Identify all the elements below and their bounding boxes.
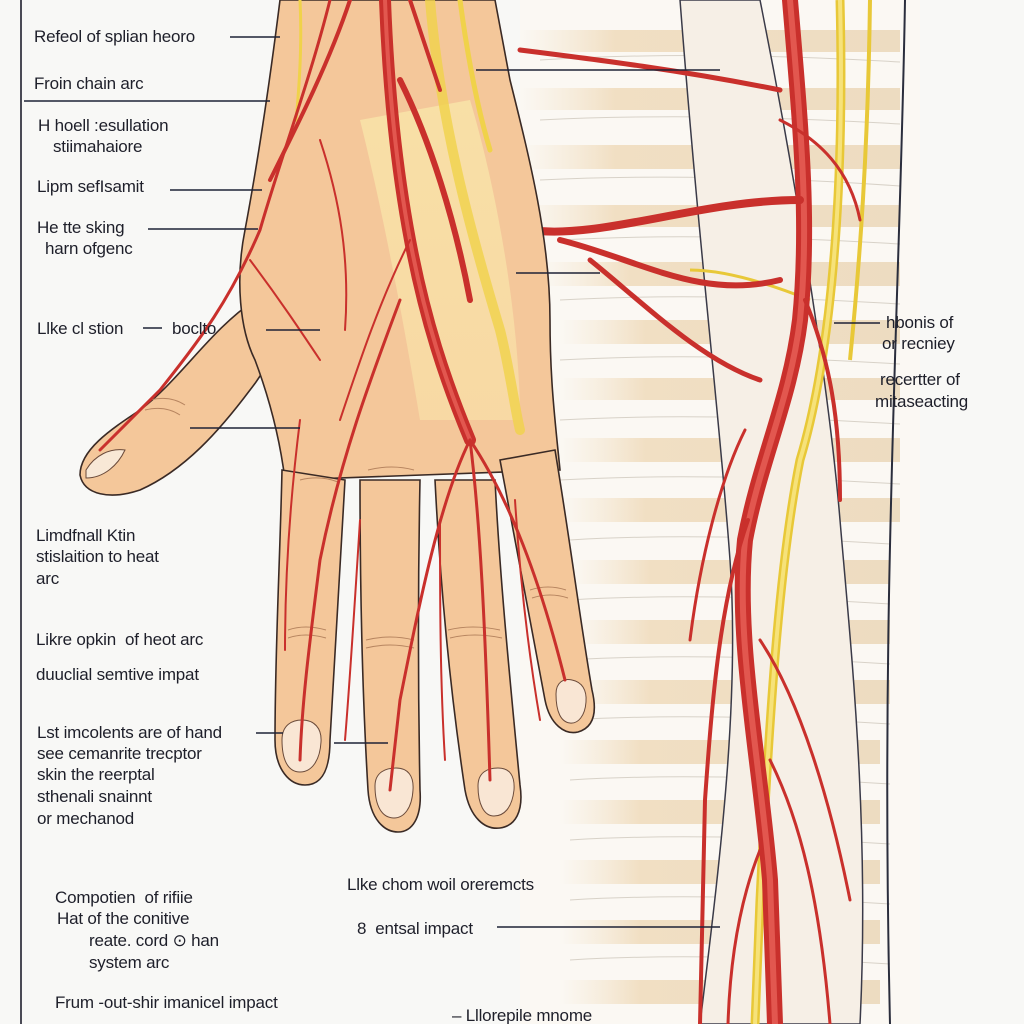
leader-lines [24, 36, 880, 928]
label-23: system arc [89, 953, 170, 972]
label-30: recertter of [880, 370, 960, 389]
label-10: Limdfnall Ktin [36, 526, 136, 545]
label-7: harn ofgenc [45, 239, 133, 258]
plate-border [20, 0, 22, 1024]
forearm-artery [517, 0, 862, 1024]
label-28: hbonis of [886, 313, 954, 332]
label-18: sthenali snainnt [37, 787, 152, 806]
label-12: arc [36, 569, 60, 588]
label-25: Llke chom woil oreremcts [347, 875, 534, 894]
label-2: Froin chain arc [34, 74, 144, 93]
label-17: skin the reerptal [37, 765, 155, 784]
label-11: stislaition to heat [36, 547, 159, 566]
label-5: Lipm sefIsamit [37, 177, 144, 196]
label-29: or recniey [882, 334, 955, 353]
label-24: Frum -out-shir imanicel impact [55, 993, 278, 1012]
label-16: see cemanrite trecptor [37, 744, 202, 763]
label-19: or mechanod [37, 809, 135, 828]
label-4: stiimahaiore [53, 137, 143, 156]
label-31: mitaseacting [875, 392, 969, 411]
label-3: H hoell :esullation [38, 116, 169, 135]
label-14: duuclial semtive impat [36, 665, 199, 684]
label-22: reate. cord ⊙ han [89, 931, 219, 950]
label-13: Likre opkin of heot arc [36, 630, 204, 649]
label-8: Llke cl stion [37, 319, 124, 338]
label-26: 8 entsal impact [357, 919, 473, 938]
label-6: He tte sking [37, 218, 125, 237]
label-21: Hat of the conitive [57, 909, 190, 928]
label-20: Compotien of rifiie [55, 888, 193, 907]
label-27: – Lllorepile mnome [452, 1006, 593, 1024]
label-1: Refeol of splian heoro [34, 27, 195, 46]
label-9: boclto [172, 319, 217, 338]
forearm-nerve [689, 0, 872, 1024]
hand-arteries [98, 0, 567, 792]
label-15: Lst imcolents are of hand [37, 723, 222, 742]
